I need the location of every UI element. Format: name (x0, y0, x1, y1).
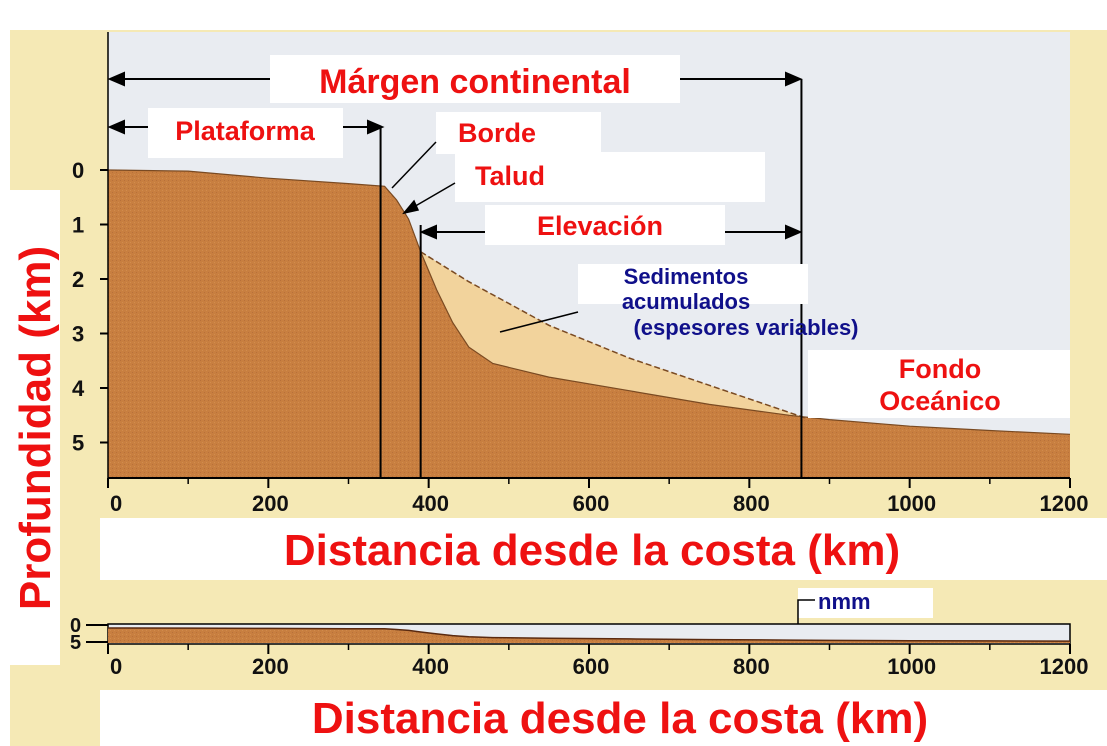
main-y-tick-label: 5 (72, 431, 84, 456)
overview-x-axis: 0 200 400 600 800 1000 1200 (107, 644, 1089, 679)
slope-pointer (402, 182, 456, 215)
main-x-axis: 0 200 400 600 800 1000 1200 (107, 478, 1089, 516)
main-x-tick-label: 400 (412, 491, 449, 516)
overview-x-axis-title: Distancia desde la costa (km) (312, 694, 928, 743)
ocean-floor-label-line-1: Fondo (899, 354, 981, 384)
overview-x-tick-label: 200 (252, 654, 289, 679)
overview-floor-line (107, 627, 1071, 642)
rise-arrow (419, 224, 803, 240)
slope-label-box (455, 152, 765, 202)
ocean-label-box (808, 350, 1070, 418)
ocean-floor-label-line-2: Oceánico (879, 386, 1001, 416)
overview-x-tick-label: 1200 (1040, 654, 1089, 679)
sediment-wedge (420, 251, 806, 418)
overview-y-tick-label: 5 (70, 632, 81, 654)
main-y-tick-label: 4 (72, 376, 85, 401)
rise-label: Elevación (537, 211, 663, 241)
margin-arrow (107, 71, 803, 87)
shelf-label-box (148, 108, 343, 158)
shelf-label: Plataforma (175, 116, 316, 146)
margin-label-box (270, 55, 680, 103)
overview-x-tick-label: 1000 (887, 654, 936, 679)
edge-label-box (436, 112, 601, 154)
sea-level-label: nmm (818, 589, 871, 614)
main-x-tick-label: 1000 (887, 491, 936, 516)
margin-label: Márgen continental (319, 63, 631, 101)
sediment-label-line-3: (espesores variables) (633, 315, 858, 340)
rise-label-box (485, 205, 725, 245)
sediment-label-line-2: acumulados (622, 289, 750, 314)
slope-label: Talud (475, 161, 545, 191)
main-y-tick-label: 1 (72, 213, 84, 238)
sea-floor-line (107, 169, 1071, 435)
overview-y-axis: 05 (70, 615, 108, 654)
overview-x-tick-label: 400 (412, 654, 449, 679)
overview-y-tick-label: 0 (70, 615, 81, 637)
sediment-label-line-1: Sedimentos (624, 264, 749, 289)
sediment-surface-line (420, 251, 806, 419)
main-x-tick-label: 200 (252, 491, 289, 516)
y-axis-title: Profundidad (km) (11, 246, 60, 610)
main-y-tick-label: 0 (72, 158, 84, 183)
overview-x-tick-label: 800 (733, 654, 770, 679)
main-y-tick-label: 2 (72, 267, 84, 292)
main-y-axis: 0 1 2 3 4 5 (72, 158, 108, 456)
main-x-tick-label: 800 (733, 491, 770, 516)
main-x-title-box (100, 518, 1107, 580)
main-x-tick-label: 600 (573, 491, 610, 516)
crust-area (108, 170, 1070, 477)
edge-pointer (391, 141, 437, 189)
sea-level-pointer (797, 599, 815, 624)
y-title-box (10, 190, 60, 665)
sea-level-label-box (798, 588, 933, 618)
overview-x-tick-label: 0 (110, 654, 122, 679)
shelf-arrow (107, 119, 385, 135)
left-margin-white (0, 0, 10, 746)
top-margin-white (0, 0, 1107, 30)
main-x-axis-title: Distancia desde la costa (km) (284, 526, 900, 575)
main-x-tick-label: 1200 (1040, 491, 1089, 516)
sediment-label-box (578, 264, 808, 304)
overview-x-tick-label: 600 (573, 654, 610, 679)
main-x-tick-label: 0 (110, 491, 122, 516)
overview-crust (108, 628, 1070, 643)
overview-x-title-box (100, 690, 1107, 746)
edge-label: Borde (458, 118, 536, 148)
main-y-tick-label: 3 (72, 322, 84, 347)
sediment-pointer (499, 311, 579, 333)
